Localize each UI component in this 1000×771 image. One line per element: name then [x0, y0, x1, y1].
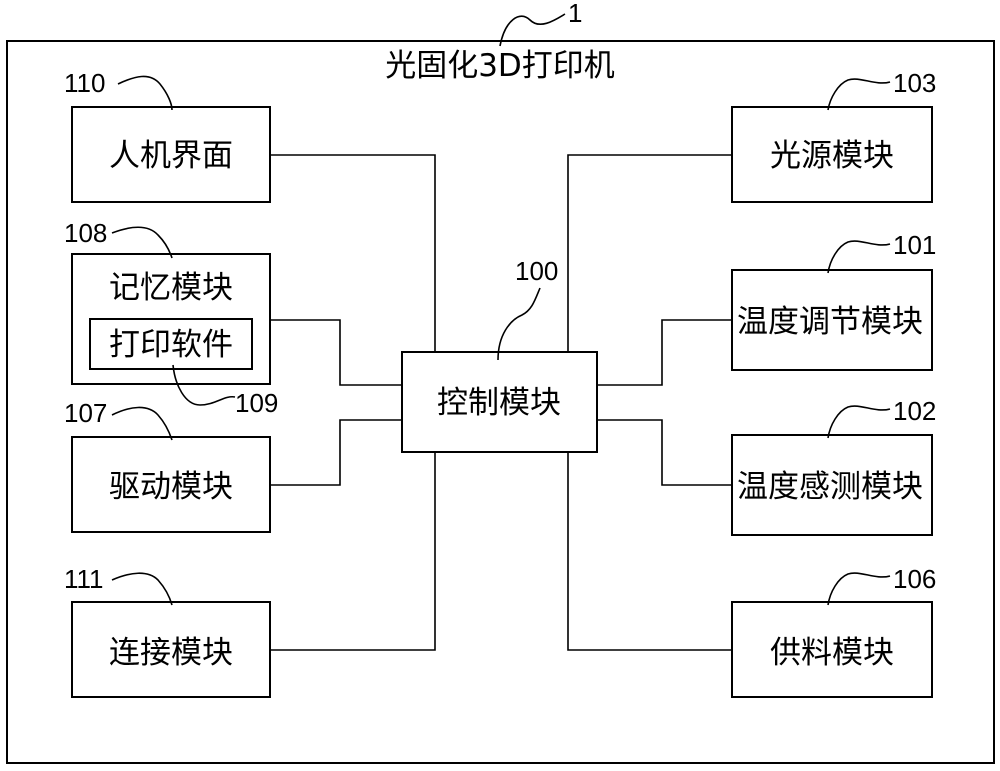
drive-ref: 107 [64, 398, 107, 428]
connector-drive [270, 419, 402, 486]
system-ref: 1 [568, 0, 582, 28]
light-ref: 103 [893, 68, 936, 98]
connection-ref-leader [111, 572, 173, 606]
feed-ref-leader [827, 572, 891, 606]
temp-adjust-module-label: 温度调节模块 [737, 304, 923, 340]
connector-temp-sense [597, 419, 732, 486]
hmi-ref-leader [117, 75, 173, 111]
control-ref: 100 [515, 256, 558, 286]
system-ref-leader [499, 13, 566, 47]
control-ref-leader [497, 287, 541, 361]
hmi-module-box [71, 106, 271, 203]
connector-temp-adjust [597, 319, 732, 386]
control-module-label: 控制模块 [437, 385, 561, 421]
light-module-label: 光源模块 [770, 138, 894, 174]
control-module-box [401, 351, 598, 453]
connector-connection [270, 452, 436, 651]
temp-sense-module-label: 温度感测模块 [737, 469, 923, 505]
connector-memory [270, 319, 402, 386]
print-software-label: 打印软件 [109, 327, 233, 363]
temp-adjust-ref-leader [827, 240, 891, 274]
connector-light [567, 154, 732, 352]
drive-ref-leader [111, 406, 173, 441]
feed-module-box [731, 601, 933, 698]
connection-module-box [71, 601, 271, 698]
memory-module-label: 记忆模块 [109, 270, 233, 306]
drive-module-label: 驱动模块 [109, 469, 233, 505]
memory-ref-leader [111, 226, 173, 259]
feed-module-label: 供料模块 [770, 635, 894, 671]
system-title: 光固化3D打印机 [385, 48, 615, 84]
temp-adjust-module-box [731, 269, 933, 371]
connection-module-label: 连接模块 [109, 635, 233, 671]
temp-sense-ref: 102 [893, 396, 936, 426]
connector-hmi [270, 154, 436, 352]
temp-sense-ref-leader [827, 405, 891, 439]
drive-module-box [71, 436, 271, 533]
connectors [270, 154, 732, 651]
connector-feed [567, 452, 732, 651]
light-ref-leader [827, 78, 891, 111]
temp-adjust-ref: 101 [893, 230, 936, 260]
memory-ref: 108 [64, 218, 107, 248]
hmi-ref: 110 [64, 68, 105, 98]
temp-sense-module-box [731, 434, 933, 536]
print-software-ref: 109 [235, 388, 278, 418]
hmi-module-label: 人机界面 [109, 138, 233, 174]
print-software-ref-leader [172, 364, 236, 406]
light-module-box [731, 106, 933, 203]
print-software-box [89, 318, 253, 370]
connection-ref: 111 [64, 564, 104, 594]
feed-ref: 106 [893, 564, 936, 594]
